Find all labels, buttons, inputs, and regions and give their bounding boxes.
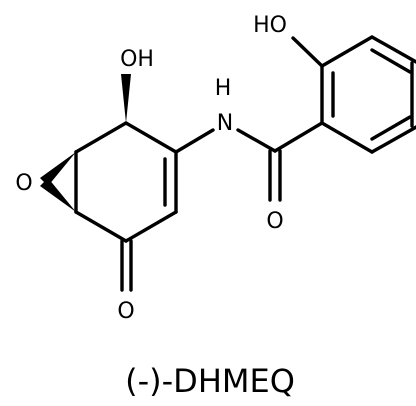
bond-c1-c2 <box>74 121 128 154</box>
compound-name: (-)-DHMEQ <box>125 362 295 400</box>
bond-c3-n <box>174 128 215 154</box>
bond-c2-c3 <box>124 121 178 154</box>
phenol-hydroxyl-label: HO <box>253 13 287 38</box>
amide-h-label: H <box>215 76 232 101</box>
amide-n-label: N <box>217 111 233 136</box>
bond-c4-c5 <box>124 210 178 243</box>
bond-ar2-oh <box>291 36 324 68</box>
bond-ar6-ar5 <box>370 125 416 154</box>
bond-ar3-ar4 <box>370 35 416 64</box>
wedge-bond-c6-o <box>40 178 76 212</box>
epoxide-oxygen-label: O <box>15 171 32 196</box>
bond-ar6-ar5-inner <box>370 115 412 141</box>
bond-ar1-ar6 <box>320 121 374 154</box>
bond-ar2-ar3 <box>320 35 374 68</box>
bond-carbonyl-aryl <box>273 121 324 153</box>
bond-c5-c6 <box>74 210 128 243</box>
cyclohexenone-ring <box>74 121 178 243</box>
bond-ar3-ar4-inner <box>370 48 412 74</box>
wedge-bond-c2-oh <box>121 74 131 123</box>
wedge-bond-c1-o <box>40 152 76 186</box>
benzene-ring <box>273 35 416 154</box>
amide-oxygen-label: O <box>266 209 283 234</box>
bond-n-c-carbonyl <box>236 128 277 153</box>
epoxide: O <box>15 152 76 212</box>
hydroxyl-label: OH <box>120 47 154 72</box>
ketone-oxygen-label: O <box>117 299 134 324</box>
